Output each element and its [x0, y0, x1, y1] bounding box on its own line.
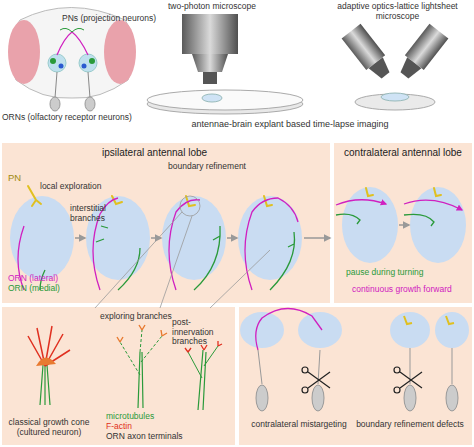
- post-innervation-illustration: [198, 350, 206, 410]
- annotation-label: contralateral mistargeting: [244, 420, 354, 430]
- microscope-symbol: [342, 24, 386, 70]
- exploring-branch-illustration: [138, 352, 143, 408]
- exploring-branch-illustration: [117, 325, 167, 342]
- defect-illustration: [256, 308, 322, 350]
- brain-illustration: [85, 97, 95, 111]
- annotation-label: ORN (lateral): [8, 274, 88, 284]
- scissors-symbol: [308, 372, 330, 388]
- scissors-symbol: [302, 367, 308, 373]
- scissors-symbol: [400, 372, 422, 388]
- annotation-label: ORN axon terminals: [106, 432, 226, 442]
- microscope-symbol: [342, 24, 395, 83]
- microscope-symbol: [147, 14, 303, 114]
- annotation-label: continuous growth forward: [352, 285, 472, 295]
- brain-illustration: [60, 28, 84, 32]
- annotation-label: classical growth cone (cultured neuron): [4, 418, 94, 437]
- annotation-label: antennae-brain explant based time-lapse …: [160, 119, 420, 129]
- microscope-symbol: [202, 94, 222, 102]
- defect-illustration: [390, 312, 430, 348]
- defect-illustration: [404, 385, 416, 411]
- microscope-symbol: [147, 90, 303, 110]
- panel-background: [2, 307, 235, 445]
- microscope-symbol: [395, 24, 448, 83]
- annotation-label: two-photon microscope: [168, 2, 278, 12]
- microscope-symbol: [182, 14, 238, 54]
- brain-illustration: [79, 54, 97, 72]
- defect-illustration: [312, 385, 324, 411]
- brain-illustration: [59, 64, 64, 69]
- annotation-label: adaptive optics-lattice lightsheet micro…: [325, 2, 470, 21]
- defect-illustration: [446, 385, 458, 411]
- brain-illustration: [50, 58, 56, 64]
- post-innervation-illustration: [185, 341, 222, 410]
- defect-illustration: [410, 348, 452, 384]
- microscope-symbol: [369, 57, 393, 81]
- microscope-symbol: [397, 57, 421, 81]
- annotation-label: ORNs (olfactory receptor neurons): [2, 113, 147, 123]
- exploring-branch-illustration: [120, 330, 162, 375]
- annotation-label: F-actin: [106, 422, 186, 432]
- annotation-label: interstitial branches: [70, 204, 130, 223]
- brain-illustration: [8, 20, 40, 84]
- microscope-symbol: [355, 94, 435, 110]
- brain-illustration: [50, 97, 60, 111]
- microscope-symbol: [342, 24, 449, 110]
- microscope-symbol: [147, 94, 303, 114]
- defect-illustration: [256, 385, 268, 411]
- annotation-label: PNs (projection neurons): [62, 14, 172, 24]
- annotation-label: post-innervation branches: [172, 318, 232, 347]
- brain-illustration: [8, 8, 136, 112]
- annotation-label: boundary refinement defects: [350, 420, 470, 430]
- microscope-symbol: [405, 24, 449, 70]
- brain-illustration: [89, 58, 95, 64]
- brain-illustration: [57, 32, 88, 55]
- defect-illustration: [435, 312, 469, 348]
- defect-illustration: [298, 312, 342, 348]
- defect-illustration: [240, 312, 284, 348]
- growth-cone-illustration: [36, 357, 56, 366]
- panel-background: [239, 307, 472, 445]
- annotation-label: PN: [8, 173, 38, 184]
- panel-background: [2, 307, 472, 445]
- growth-cone-illustration: [28, 326, 70, 405]
- annotation-label: local exploration: [40, 182, 130, 192]
- panel-heading: contralateral antennal lobe: [334, 147, 472, 158]
- microscope-symbol: [203, 72, 217, 84]
- defect-illustration: [404, 316, 454, 324]
- scissors-symbol: [394, 387, 400, 393]
- annotation-label: pause during turning: [346, 268, 466, 278]
- brain-illustration: [48, 54, 66, 72]
- panel-heading: ipsilateral antennal lobe: [102, 147, 330, 158]
- exploring-branch-illustration: [117, 325, 167, 408]
- microscope-symbol: [192, 54, 228, 72]
- scissors-symbol: [302, 387, 308, 393]
- panel-box: contralateral antennal lobe: [334, 143, 472, 303]
- annotation-label: boundary refinement: [168, 162, 278, 172]
- microscope-symbol: [381, 93, 409, 101]
- defect-illustration: [258, 350, 320, 384]
- scissors-symbol: [302, 367, 422, 393]
- annotation-label: ORN (medial): [8, 284, 88, 294]
- brain-illustration: [104, 20, 136, 84]
- growth-cone-illustration: [40, 365, 50, 405]
- brain-illustration: [55, 72, 90, 98]
- brain-illustration: [82, 64, 87, 69]
- post-innervation-illustration: [188, 346, 218, 378]
- annotation-label: microtubules: [106, 412, 186, 422]
- defect-illustration: [240, 308, 469, 411]
- growth-cone-illustration: [28, 326, 70, 366]
- scissors-symbol: [394, 367, 400, 373]
